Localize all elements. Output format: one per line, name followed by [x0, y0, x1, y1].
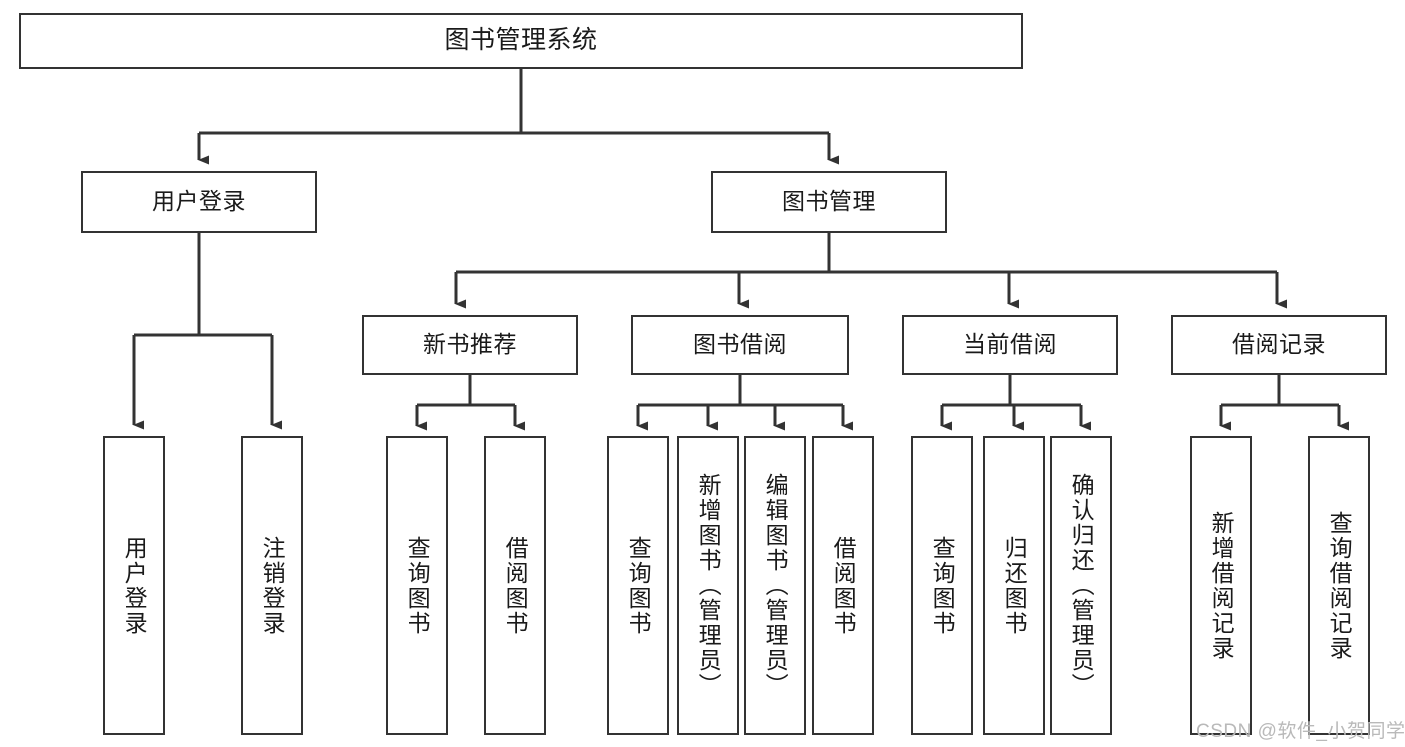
node-label: 查询借阅记录: [1326, 510, 1353, 661]
node-leaf-edit-book[interactable]: 编辑图书（管理员）: [744, 436, 806, 735]
node-root-system[interactable]: 图书管理系统: [19, 13, 1023, 69]
node-label: 归还图书: [1001, 535, 1028, 636]
node-label: 图书管理系统: [444, 26, 598, 55]
node-current-borrow[interactable]: 当前借阅: [902, 315, 1118, 375]
node-label: 用户登录: [121, 535, 148, 636]
node-label: 新增借阅记录: [1208, 510, 1235, 661]
node-leaf-query-book-1[interactable]: 查询图书: [386, 436, 448, 735]
node-label: 借阅图书: [830, 535, 857, 636]
node-label: 借阅记录: [1232, 331, 1326, 358]
node-label: 查询图书: [625, 535, 652, 636]
node-label: 用户登录: [152, 188, 246, 215]
node-leaf-add-record[interactable]: 新增借阅记录: [1190, 436, 1252, 735]
node-label: 新书推荐: [423, 331, 517, 358]
node-leaf-query-book-3[interactable]: 查询图书: [911, 436, 973, 735]
node-leaf-user-login[interactable]: 用户登录: [103, 436, 165, 735]
node-borrow-record[interactable]: 借阅记录: [1171, 315, 1387, 375]
node-label: 确认归还（管理员）: [1068, 473, 1095, 698]
node-leaf-logout[interactable]: 注销登录: [241, 436, 303, 735]
node-book-manage[interactable]: 图书管理: [711, 171, 947, 233]
node-label: 新增图书（管理员）: [695, 473, 722, 698]
node-leaf-query-record[interactable]: 查询借阅记录: [1308, 436, 1370, 735]
node-user-login[interactable]: 用户登录: [81, 171, 317, 233]
node-leaf-return-book[interactable]: 归还图书: [983, 436, 1045, 735]
node-leaf-borrow-book-1[interactable]: 借阅图书: [484, 436, 546, 735]
node-label: 查询图书: [404, 535, 431, 636]
node-new-book-recommend[interactable]: 新书推荐: [362, 315, 578, 375]
node-label: 图书管理: [782, 188, 876, 215]
node-label: 当前借阅: [963, 331, 1057, 358]
node-label: 图书借阅: [693, 331, 787, 358]
node-leaf-add-book[interactable]: 新增图书（管理员）: [677, 436, 739, 735]
csdn-watermark: CSDN @软件_小贺同学: [1196, 721, 1405, 742]
node-leaf-query-book-2[interactable]: 查询图书: [607, 436, 669, 735]
node-label: 编辑图书（管理员）: [762, 473, 789, 698]
node-label: 注销登录: [259, 535, 286, 636]
node-leaf-confirm-return[interactable]: 确认归还（管理员）: [1050, 436, 1112, 735]
node-label: 借阅图书: [502, 535, 529, 636]
node-book-borrow[interactable]: 图书借阅: [631, 315, 849, 375]
node-label: 查询图书: [929, 535, 956, 636]
node-leaf-borrow-book-2[interactable]: 借阅图书: [812, 436, 874, 735]
